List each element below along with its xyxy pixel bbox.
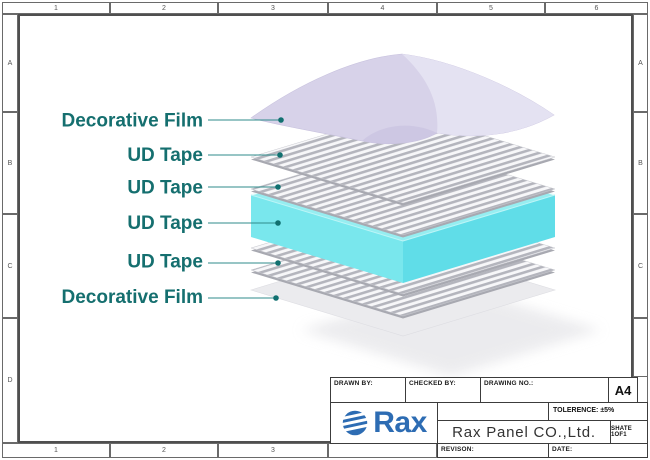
layer-label-ud-tape-2: UD Tape	[127, 178, 203, 199]
title-block-blank-cell	[437, 402, 549, 421]
ruler-top-5: 5	[437, 2, 545, 14]
paper-size-cell: A4	[608, 377, 638, 403]
drawn-by-cell: DRAWN BY:	[330, 377, 406, 403]
layer-label-ud-tape-4: UD Tape	[127, 252, 203, 273]
drawing-no-cell: DRAWING NO.:	[480, 377, 609, 403]
ruler-left-b: B	[2, 112, 18, 214]
leader-dots	[273, 117, 284, 301]
ruler-top-3: 3	[218, 2, 328, 14]
ruler-top-1: 1	[2, 2, 110, 14]
ruler-bottom-2: 2	[110, 443, 218, 458]
ruler-right-a: A	[633, 14, 648, 112]
rax-logo-text: Rax	[373, 406, 427, 439]
ruler-bottom-1: 1	[2, 443, 110, 458]
logo-cell: Rax	[330, 402, 438, 444]
checked-by-cell: CHECKED BY:	[405, 377, 481, 403]
ruler-left-c: C	[2, 214, 18, 318]
ruler-left-d: D	[2, 318, 18, 443]
date-cell: DATE:	[548, 443, 648, 458]
sheet-number-cell: SHATE 1OF1	[610, 420, 648, 444]
top-decorative-film-layer	[250, 53, 555, 145]
ruler-left-a: A	[2, 14, 18, 112]
ruler-top-6: 6	[545, 2, 648, 14]
ruler-right-c: C	[633, 214, 648, 318]
rax-globe-icon	[341, 410, 370, 436]
layer-label-decorative-film-bottom: Decorative Film	[62, 287, 204, 308]
revision-cell: REVISON:	[437, 443, 549, 458]
ruler-top-4: 4	[328, 2, 437, 14]
ruler-bottom-3: 3	[218, 443, 328, 458]
ruler-top-2: 2	[110, 2, 218, 14]
layer-label-ud-tape-1: UD Tape	[127, 145, 203, 166]
core-right-face	[403, 195, 555, 283]
tolerance-cell: TOLERENCE: ±5%	[548, 402, 648, 421]
leader-lines	[208, 119, 281, 299]
company-name-cell: Rax Panel CO.,Ltd.	[437, 420, 611, 444]
layer-label-ud-tape-3: UD Tape	[127, 213, 203, 234]
ruler-right-blank	[633, 318, 648, 377]
layer-label-decorative-film-top: Decorative Film	[62, 111, 204, 132]
ruler-right-b: B	[633, 112, 648, 214]
core-front-face	[251, 195, 403, 283]
